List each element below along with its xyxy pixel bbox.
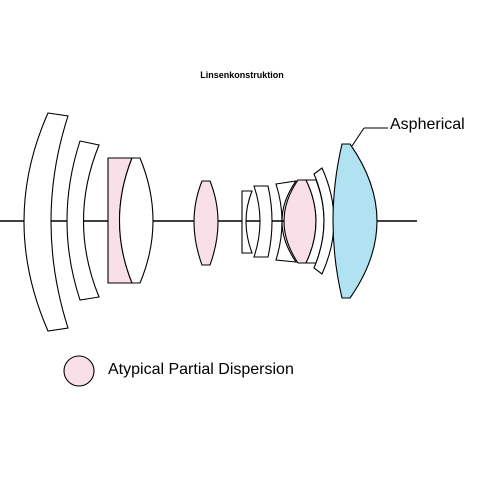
lens-element-8 [275,180,298,263]
aspherical-callout-line-slope [351,127,365,147]
lens-element-4 [118,157,154,284]
diagram-title: Linsenkonstruktion [200,70,284,80]
lens-element-12-aspherical [332,143,378,299]
lens-element-11 [313,167,335,275]
lens-element-2 [66,140,100,301]
legend-apd-label: Atypical Partial Dispersion [108,361,294,378]
lens-element-7 [253,185,273,258]
lens-element-1 [23,112,69,332]
lens-element-6 [241,190,253,254]
legend-apd-swatch [63,355,95,387]
lens-element-5-apd [193,180,219,266]
aspherical-label: Aspherical [390,116,465,133]
